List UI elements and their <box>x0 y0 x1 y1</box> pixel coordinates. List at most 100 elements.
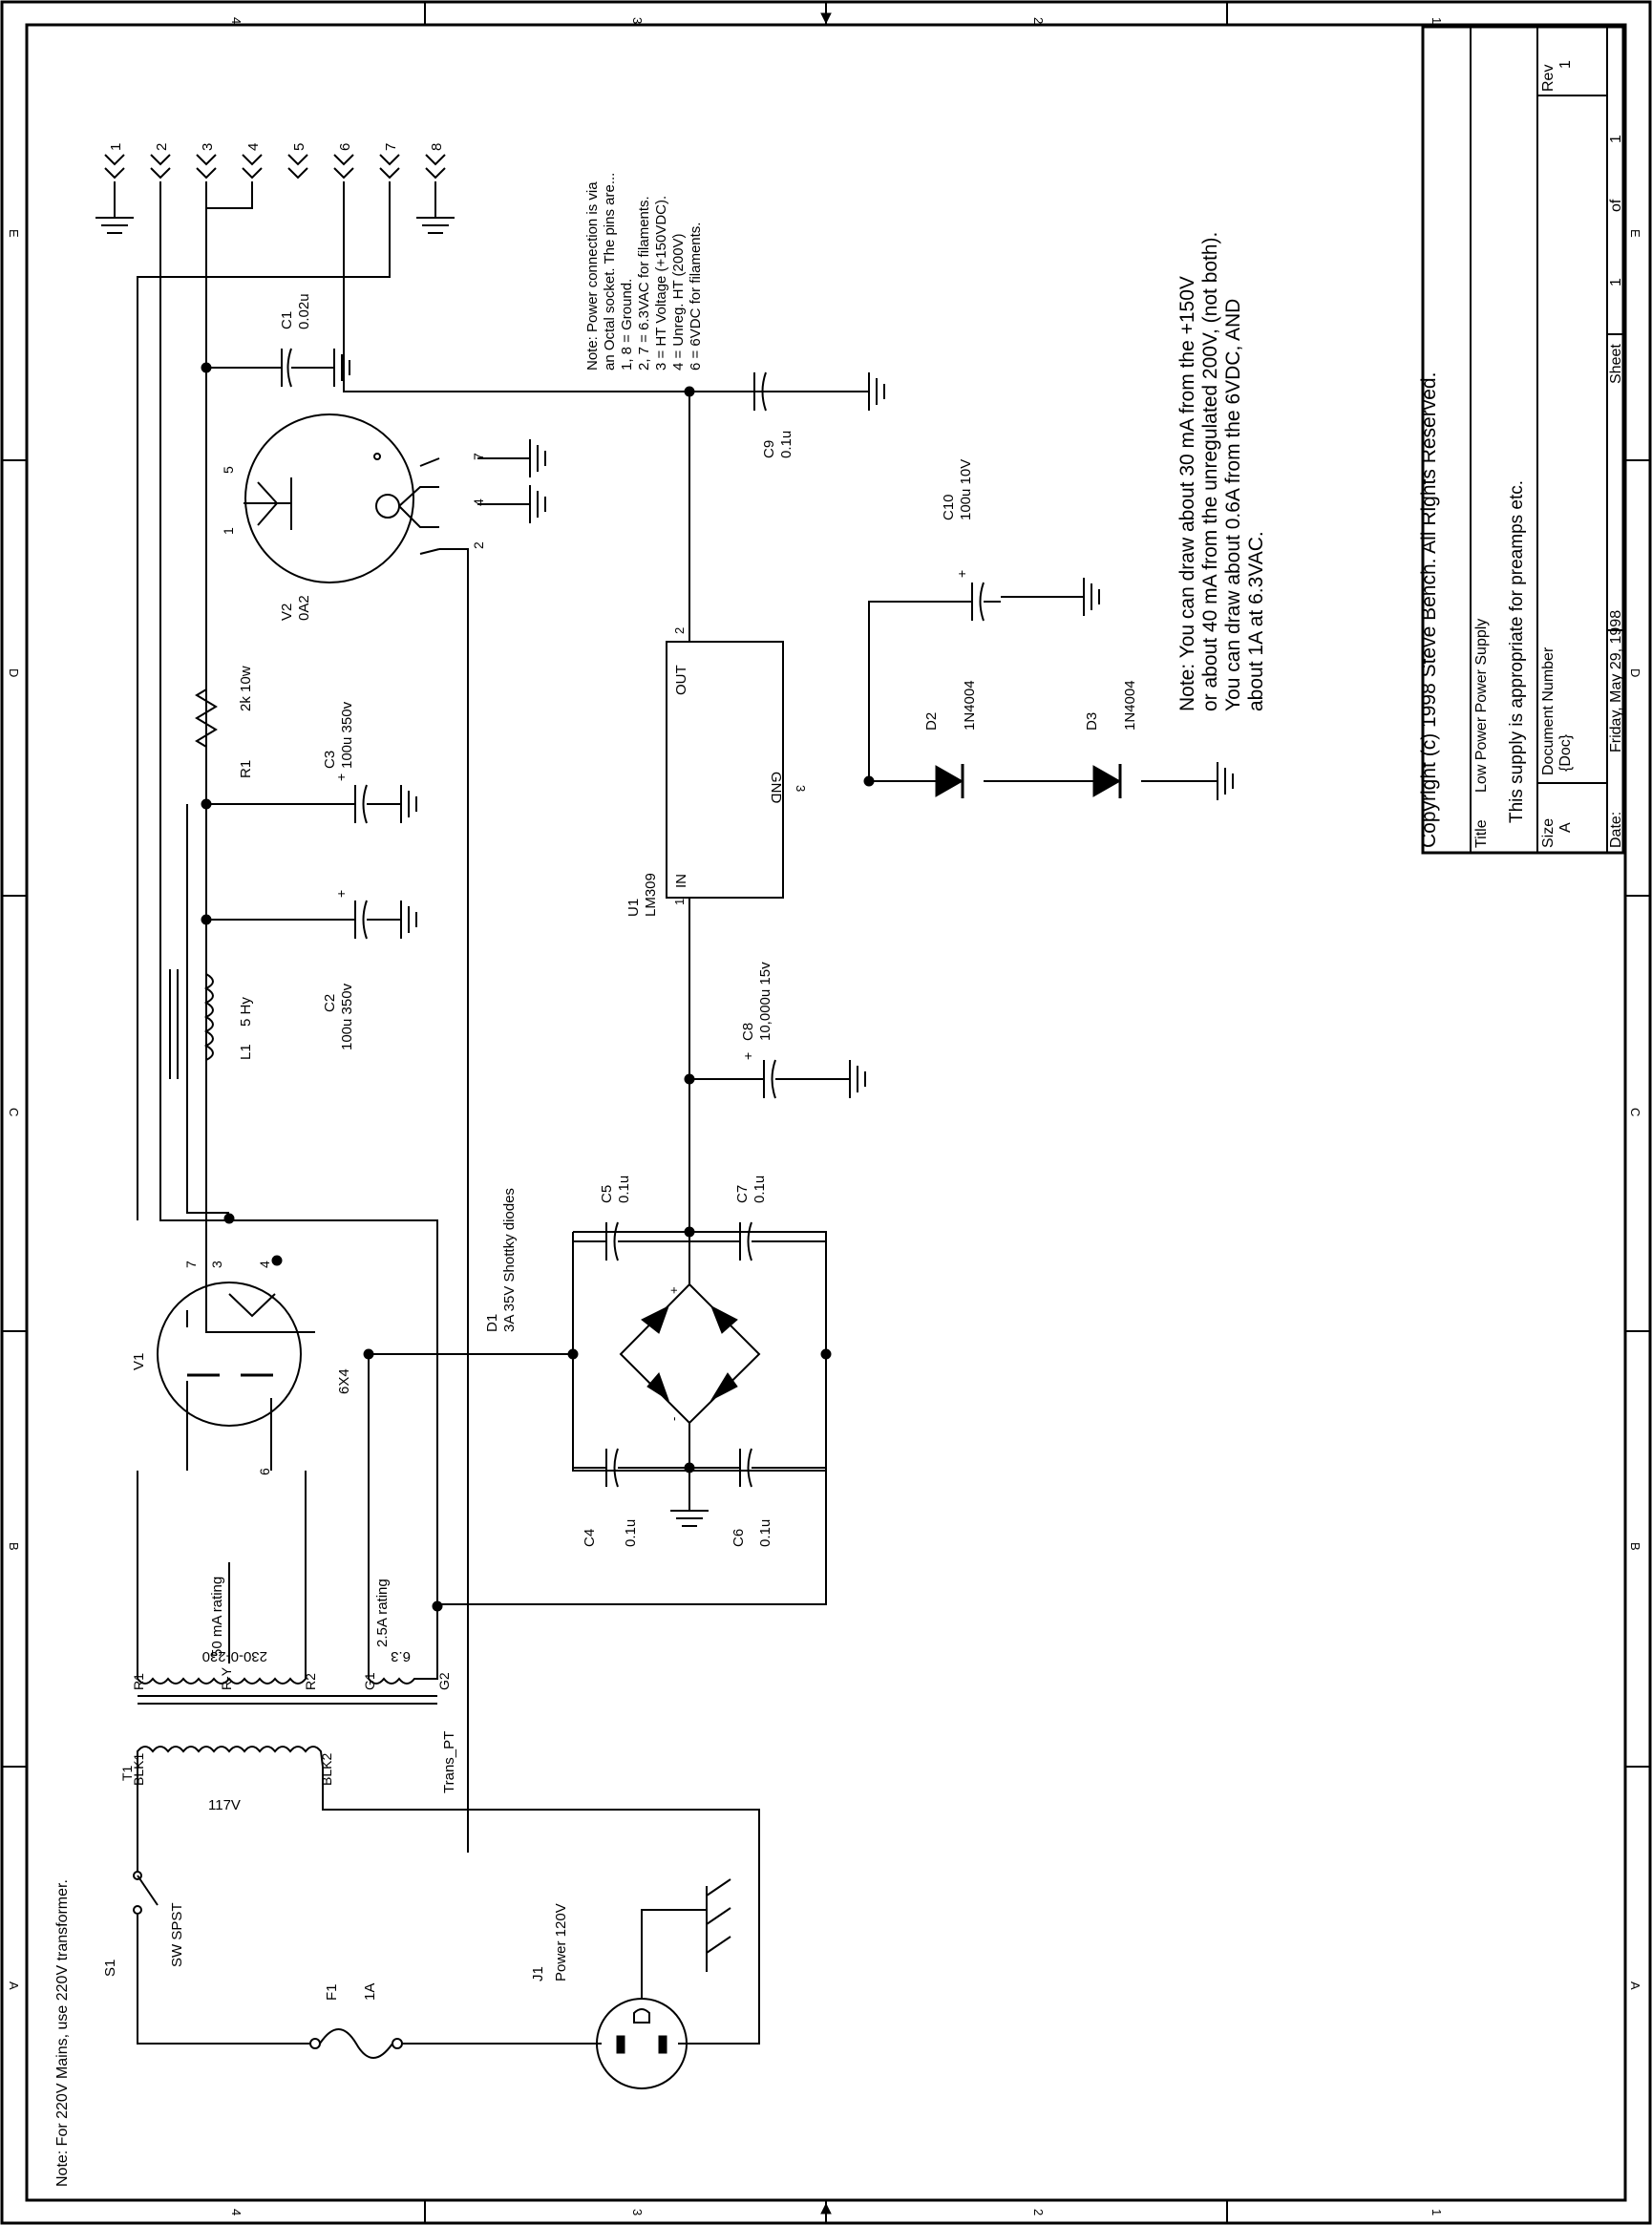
u1-out-label: OUT <box>673 665 689 695</box>
d2-ref: D2 <box>923 712 940 731</box>
t1-pin-blk2: BLK2 <box>319 1753 334 1786</box>
t1-ref: T1 <box>119 1765 135 1781</box>
description-text: This supply is appropriate for preamps e… <box>1507 480 1527 823</box>
octal-pin-8: 8 <box>425 143 446 180</box>
c3-plus: + <box>333 773 349 781</box>
title-block-text: Copyright (c) 1998 Steve Bench. All Righ… <box>1418 60 1624 848</box>
octal-pin-3-label: 3 <box>200 143 216 151</box>
transformer-t1: 117V 230-0-230 50 mA rating 6.3 2.5A rat… <box>119 1577 457 1813</box>
ground-icon <box>321 349 350 387</box>
c2-plus: + <box>333 890 349 898</box>
octal-note-line-1: Note: Power connection is via <box>584 181 601 371</box>
c2-ref: C2 <box>322 994 338 1012</box>
row-label-left-a: A <box>7 1981 21 1990</box>
v2-pin-7: 7 <box>471 453 486 460</box>
regulator-u1: U1 LM309 IN OUT GND 1 2 3 <box>625 627 808 917</box>
size-value: A <box>1557 822 1574 833</box>
octal-note: Note: Power connection is via an Octal s… <box>584 173 704 371</box>
t1-fil-rating: 2.5A rating <box>374 1579 391 1647</box>
row-label-left-d: D <box>7 668 21 677</box>
t1-pin-r1: R1 <box>131 1673 146 1690</box>
date-value: Friday, May 29, 1998 <box>1608 610 1624 752</box>
capacitor-c9: C9 0.1u <box>689 371 794 458</box>
octal-pin-6: 6 <box>333 143 354 180</box>
resistor-r1: R1 2k 10w <box>195 666 254 804</box>
r1-ref: R1 <box>238 760 254 778</box>
octal-note-line-7: 6 = 6VDC for filaments. <box>688 222 704 371</box>
octal-pin-4-label: 4 <box>245 143 262 151</box>
copyright-text: Copyright (c) 1998 Steve Bench. All Righ… <box>1418 372 1440 848</box>
v1-pin-3: 3 <box>209 1261 224 1268</box>
of-value: 1 <box>1608 135 1624 143</box>
v1-value: 6X4 <box>336 1368 352 1394</box>
date-label: Date: <box>1608 812 1624 848</box>
r1-value: 2k 10w <box>238 666 254 711</box>
title-block <box>1421 25 1625 855</box>
capacitor-c7: C7 0.1u <box>689 1176 826 1261</box>
ground-symbols <box>95 181 1234 1972</box>
ground-icon <box>670 1468 709 1527</box>
s1-value: SW SPST <box>169 1902 185 1967</box>
c4-ref: C4 <box>582 1529 598 1547</box>
u1-pin-3: 3 <box>794 785 808 792</box>
v2-pin-1: 1 <box>221 527 236 535</box>
t1-pin-r2: R2 <box>303 1673 318 1690</box>
c3-ref: C3 <box>322 751 338 769</box>
u1-in-label: IN <box>673 874 689 888</box>
draw-note-line-1: Note: You can draw about 30 mA from the … <box>1176 276 1198 711</box>
octal-note-line-2: an Octal socket. The pins are... <box>602 173 618 371</box>
octal-pin-1: 1 <box>104 143 125 180</box>
t1-hv-rating: 50 mA rating <box>209 1577 225 1657</box>
c6-value: 0.1u <box>757 1519 773 1547</box>
inductor-l1: L1 5 Hy <box>169 969 254 1079</box>
row-label-left-c: C <box>7 1108 21 1116</box>
v2-value: 0A2 <box>296 595 312 621</box>
v2-pin-2: 2 <box>471 541 486 549</box>
c5-ref: C5 <box>599 1185 615 1203</box>
u1-gnd-label: GND <box>768 772 784 804</box>
v2-pin-4: 4 <box>471 498 486 506</box>
ground-icon <box>380 785 417 823</box>
l1-value: 5 Hy <box>238 997 254 1027</box>
document-number-value: {Doc} <box>1557 733 1574 772</box>
ground-icon <box>95 181 134 234</box>
capacitor-c4: C4 0.1u <box>573 1448 689 1547</box>
title-value: Low Power Power Supply <box>1473 619 1490 793</box>
c9-ref: C9 <box>761 440 777 458</box>
c8-ref: C8 <box>740 1023 756 1041</box>
draw-note-line-2: or about 40 mA from the unregulated 200V… <box>1199 232 1221 711</box>
d1-plus: + <box>667 1286 681 1294</box>
t1-fil-label: 6.3 <box>391 1648 411 1664</box>
c9-value: 0.1u <box>778 431 794 458</box>
t1-hv-label: 230-0-230 <box>202 1648 267 1664</box>
capacitor-c10: + C10 100u 10V <box>941 459 1001 622</box>
t1-name: Trans_PT <box>441 1731 457 1793</box>
c8-plus: + <box>740 1052 755 1060</box>
c5-value: 0.1u <box>616 1176 632 1203</box>
row-label-right-c: C <box>1628 1108 1642 1116</box>
col-label-bottom-2: 2 <box>1031 2209 1046 2215</box>
octal-pin-6-label: 6 <box>337 143 353 151</box>
c8-value: 10,000u 15v <box>757 962 773 1041</box>
tube-v2: V2 0A2 5 1 7 4 2 <box>221 413 486 621</box>
col-label-top-3: 3 <box>630 17 645 24</box>
d1-value: 3A 35V Shottky diodes <box>501 1188 518 1332</box>
capacitor-c6: C6 0.1u <box>689 1448 826 1547</box>
switch-s1: S1 SW SPST <box>102 1871 185 1977</box>
u1-ref: U1 <box>625 899 642 917</box>
d2-value: 1N4004 <box>962 680 978 731</box>
diode-d2: D2 1N4004 <box>923 680 978 798</box>
size-label: Size <box>1540 818 1557 848</box>
u1-pin-2: 2 <box>672 627 687 634</box>
octal-pin-5-label: 5 <box>291 143 307 151</box>
u1-pin-1: 1 <box>672 899 687 905</box>
d3-value: 1N4004 <box>1122 680 1138 731</box>
octal-note-line-5: 3 = HT Voltage (+150VDC). <box>653 196 669 371</box>
row-label-left-b: B <box>7 1542 21 1551</box>
col-label-top-2: 2 <box>1031 17 1046 24</box>
ground-icon <box>477 439 546 477</box>
octal-note-line-4: 2, 7 = 6.3VAC for filaments. <box>636 196 652 371</box>
c10-ref: C10 <box>941 494 957 520</box>
